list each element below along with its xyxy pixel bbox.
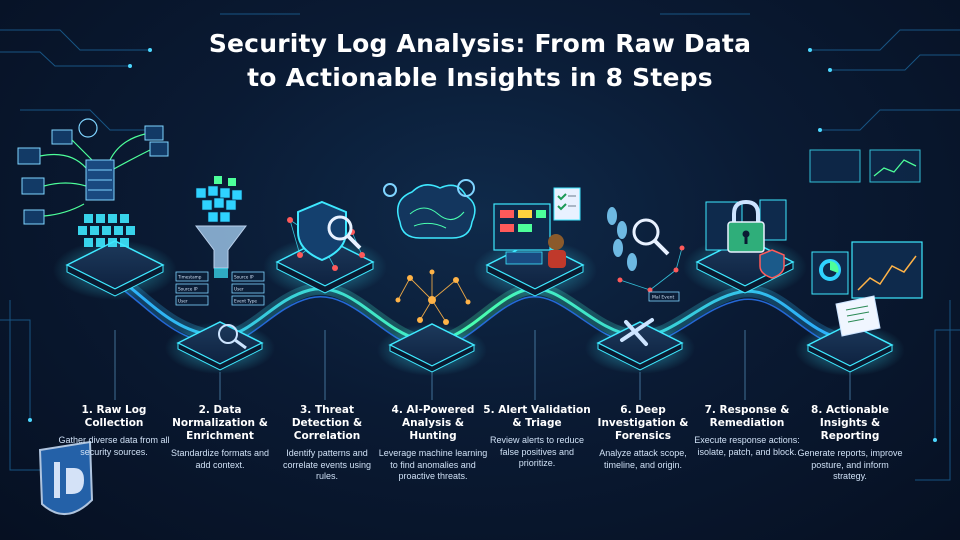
brand-logo bbox=[38, 440, 94, 515]
step-2-title: 2. Data Normalization & Enrichment bbox=[172, 404, 268, 442]
step-5-title: 5. Alert Validation & Triage bbox=[483, 404, 591, 429]
step-3: 3. Threat Detection & Correlation Identi… bbox=[271, 404, 383, 483]
platforms-lower bbox=[165, 321, 905, 376]
step-8: 8. Actionable Insights & Reporting Gener… bbox=[794, 404, 906, 483]
analyst-dashboard-icon bbox=[493, 187, 581, 268]
step-5-desc: Review alerts to reduce false positives … bbox=[489, 435, 585, 468]
brain-icon bbox=[383, 179, 476, 325]
step-4: 4. AI-Powered Analysis & Hunting Leverag… bbox=[377, 404, 489, 483]
step-6: 6. Deep Investigation & Forensics Analyz… bbox=[587, 404, 699, 471]
norm-tag-right-1: Source IP bbox=[234, 275, 254, 280]
page-title-line-2: to Actionable Insights in 8 Steps bbox=[247, 63, 713, 92]
report-dashboard-icon bbox=[809, 149, 923, 337]
step-2-desc: Standardize formats and add context. bbox=[170, 448, 270, 470]
padlock-icon bbox=[705, 199, 787, 279]
step-2: 2. Data Normalization & Enrichment Stand… bbox=[164, 404, 276, 471]
step-7-title: 7. Response & Remediation bbox=[704, 404, 790, 429]
step-5: 5. Alert Validation & Triage Review aler… bbox=[481, 404, 593, 470]
step-4-desc: Leverage machine learning to find anomal… bbox=[378, 448, 488, 481]
platforms-upper bbox=[53, 237, 807, 300]
step-1-title: 1. Raw Log Collection bbox=[81, 404, 147, 429]
leader-lines bbox=[114, 330, 851, 400]
step-7-desc: Execute response actions: isolate, patch… bbox=[694, 435, 800, 457]
step-4-title: 4. AI-Powered Analysis & Hunting bbox=[391, 404, 475, 442]
step-8-desc: Generate reports, improve posture, and i… bbox=[797, 448, 903, 481]
server-rack-icon bbox=[17, 118, 169, 247]
norm-tag-right-2: User bbox=[234, 287, 244, 292]
norm-tag-left-2: Source IP bbox=[178, 287, 198, 292]
step-3-desc: Identify patterns and correlate events u… bbox=[282, 448, 372, 481]
footprints-magnifier-icon: Mal Event bbox=[607, 207, 685, 346]
step-1-desc: Gather diverse data from all security so… bbox=[58, 435, 170, 457]
circuit-nodes bbox=[28, 48, 937, 442]
step-6-title: 6. Deep Investigation & Forensics bbox=[597, 404, 689, 442]
step-8-title: 8. Actionable Insights & Reporting bbox=[811, 404, 889, 442]
norm-tag-right-3: Event Type bbox=[234, 299, 257, 304]
page-title-line-1: Security Log Analysis: From Raw Data bbox=[208, 29, 752, 58]
shield-magnifier-icon bbox=[287, 200, 365, 271]
step-6-desc: Analyze attack scope, timeline, and orig… bbox=[599, 448, 687, 470]
norm-tag-left-1: Timestamp bbox=[177, 275, 202, 280]
circuit-traces bbox=[0, 13, 960, 481]
funnel-icon: Timestamp Source IP User Source IP User … bbox=[175, 176, 265, 350]
norm-tag-left-3: User bbox=[178, 299, 188, 304]
forensic-tag: Mal Event bbox=[652, 295, 674, 301]
step-7: 7. Response & Remediation Execute respon… bbox=[691, 404, 803, 458]
step-3-title: 3. Threat Detection & Correlation bbox=[291, 404, 363, 442]
step-1: 1. Raw Log Collection Gather diverse dat… bbox=[58, 404, 170, 458]
